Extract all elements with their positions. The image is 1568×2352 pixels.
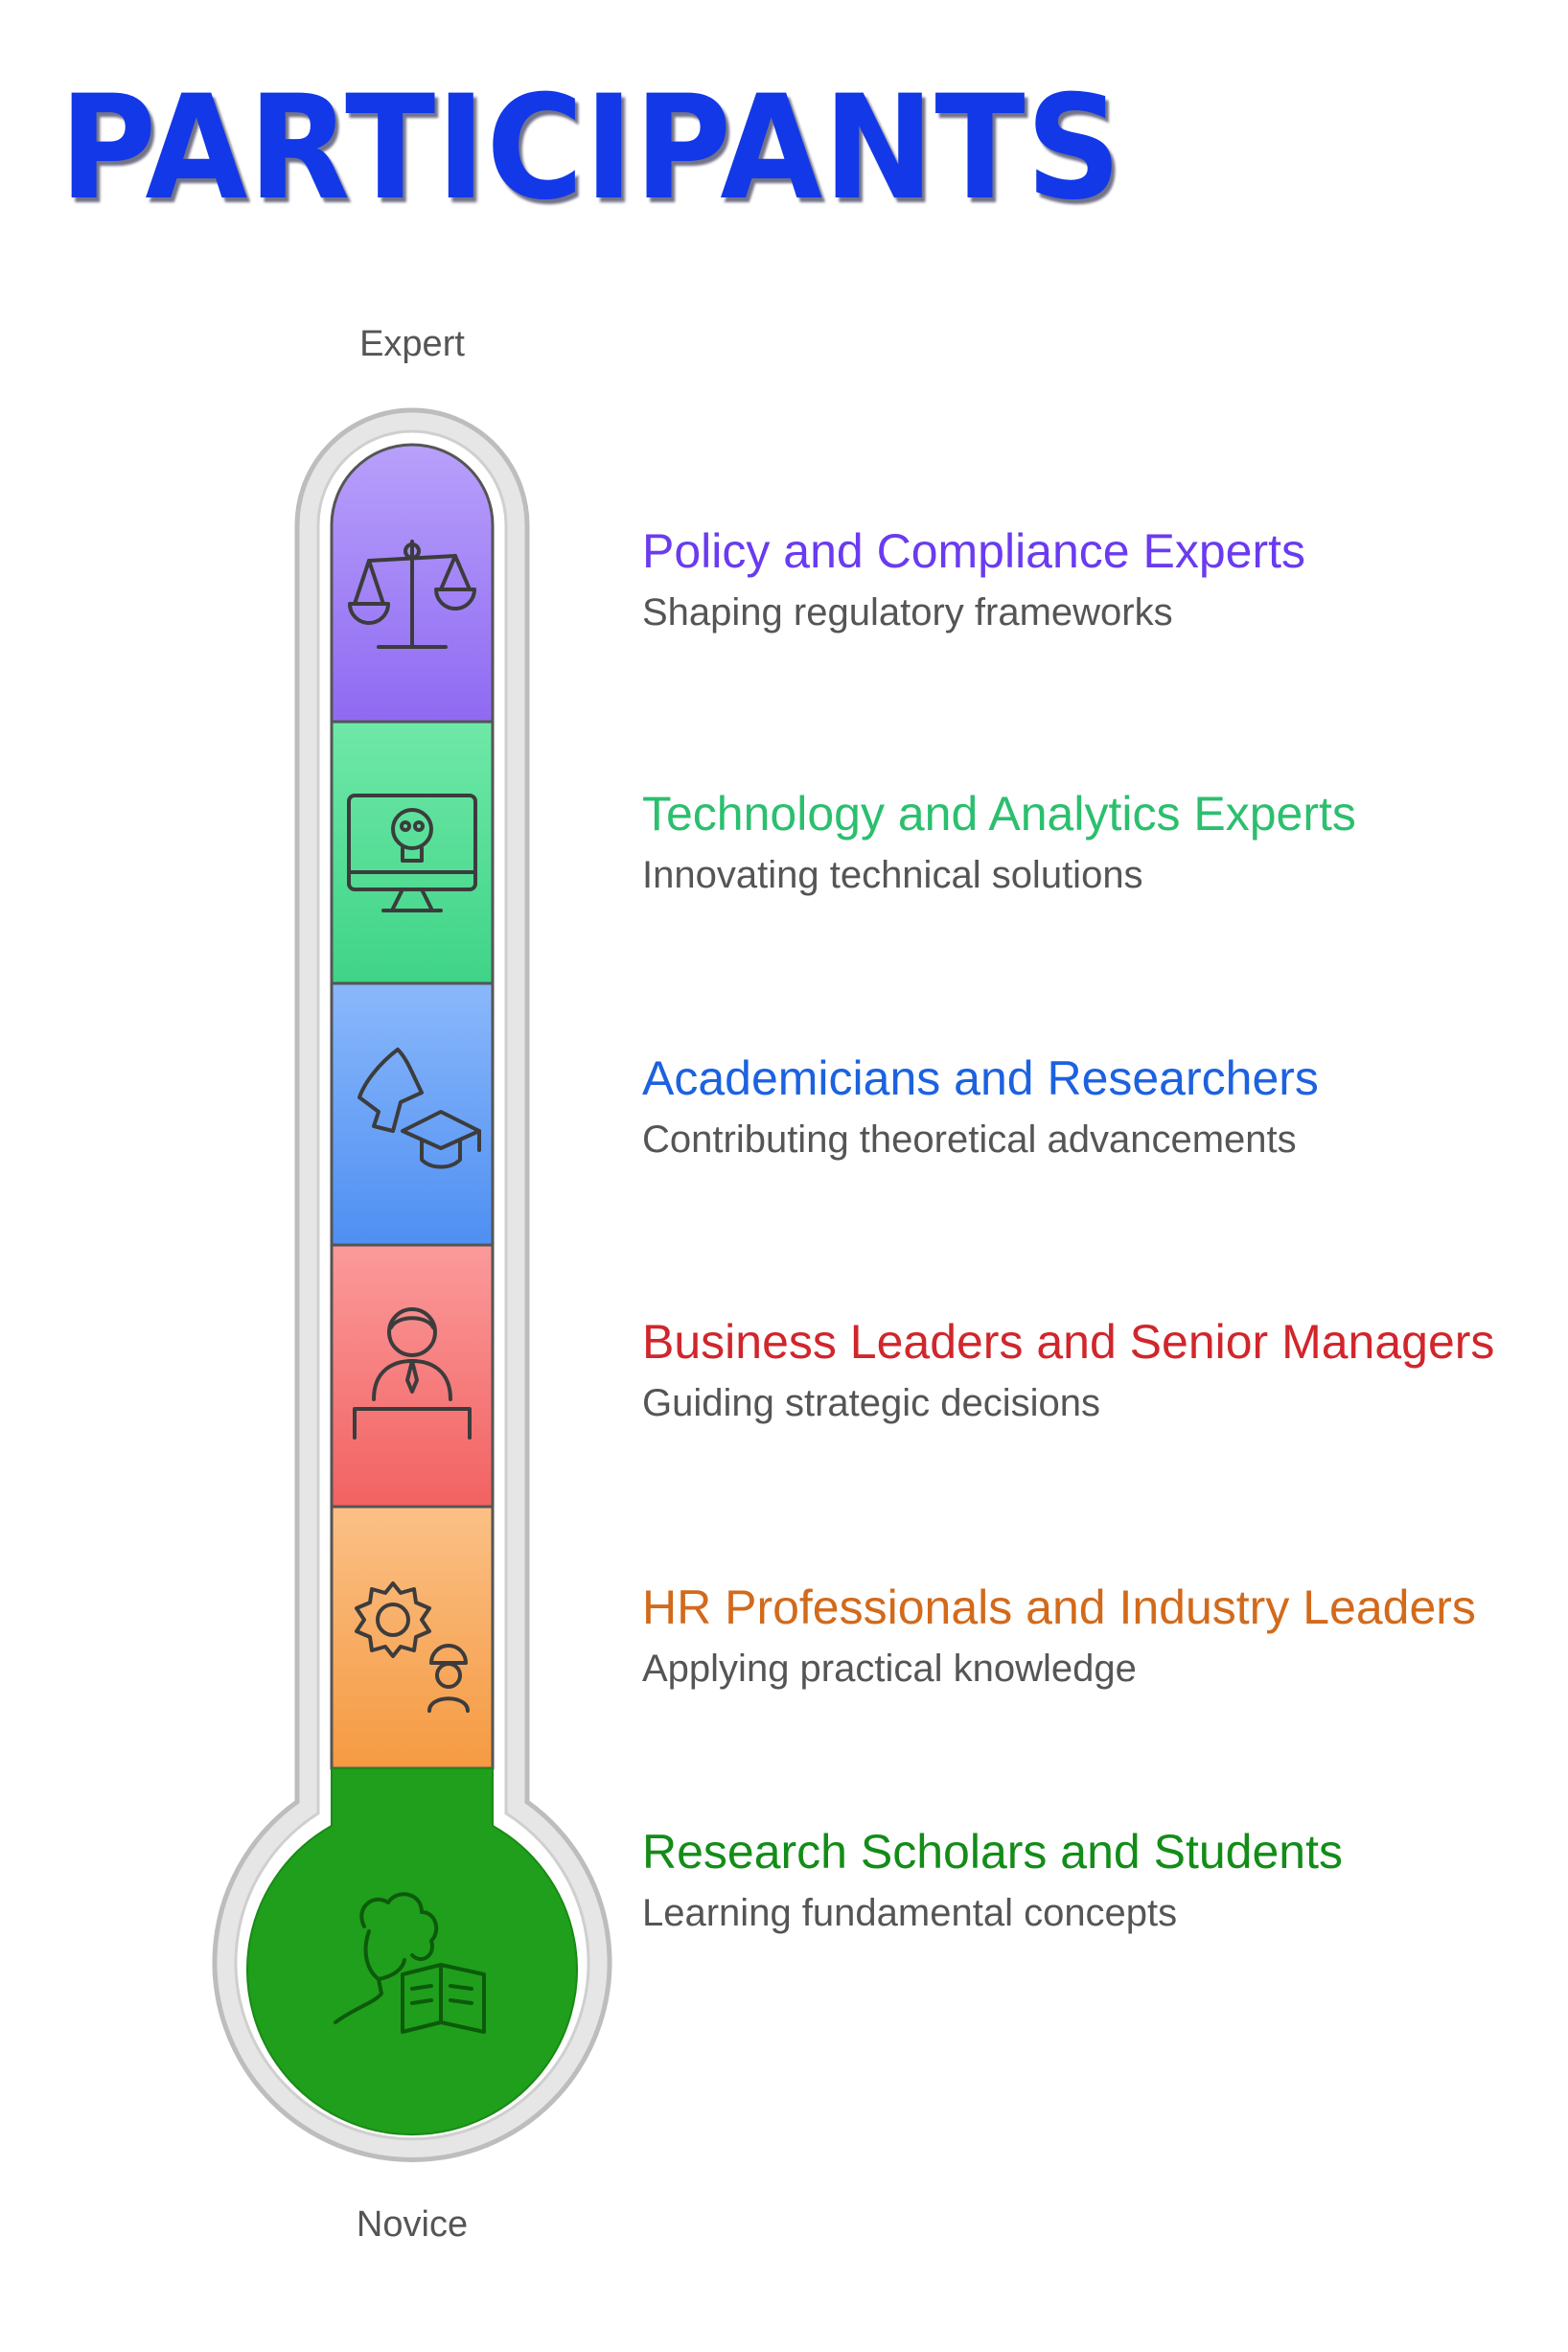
gear-worker-icon <box>355 1581 470 1713</box>
page-title: PARTICIPANTS <box>59 65 1122 232</box>
level-title: Technology and Analytics Experts <box>642 787 1356 841</box>
level-subtitle: Applying practical knowledge <box>642 1648 1137 1690</box>
level-subtitle: Contributing theoretical advancements <box>642 1118 1297 1161</box>
level-subtitle: Guiding strategic decisions <box>642 1382 1101 1424</box>
manager-icon <box>353 1307 472 1440</box>
monitor-icon <box>347 794 477 912</box>
level-title: Policy and Compliance Experts <box>642 524 1305 578</box>
level-title: Research Scholars and Students <box>642 1825 1343 1879</box>
expert-label: Expert <box>359 324 465 364</box>
segment-business <box>330 1243 495 1509</box>
level-title: HR Professionals and Industry Leaders <box>642 1580 1476 1634</box>
segment-technology <box>330 720 495 985</box>
level-subtitle: Innovating technical solutions <box>642 854 1143 896</box>
novice-label: Novice <box>356 2204 469 2245</box>
scales-icon <box>348 540 476 649</box>
academic-icon <box>357 1048 481 1169</box>
segment-academic <box>330 981 495 1247</box>
segment-hr <box>330 1505 495 1770</box>
level-title: Academicians and Researchers <box>642 1051 1319 1105</box>
student-reading-icon <box>334 1892 486 2034</box>
level-title: Business Leaders and Senior Managers <box>642 1315 1495 1369</box>
level-subtitle: Shaping regulatory frameworks <box>642 591 1173 634</box>
level-subtitle: Learning fundamental concepts <box>642 1892 1178 1934</box>
segment-students <box>246 1767 578 2136</box>
